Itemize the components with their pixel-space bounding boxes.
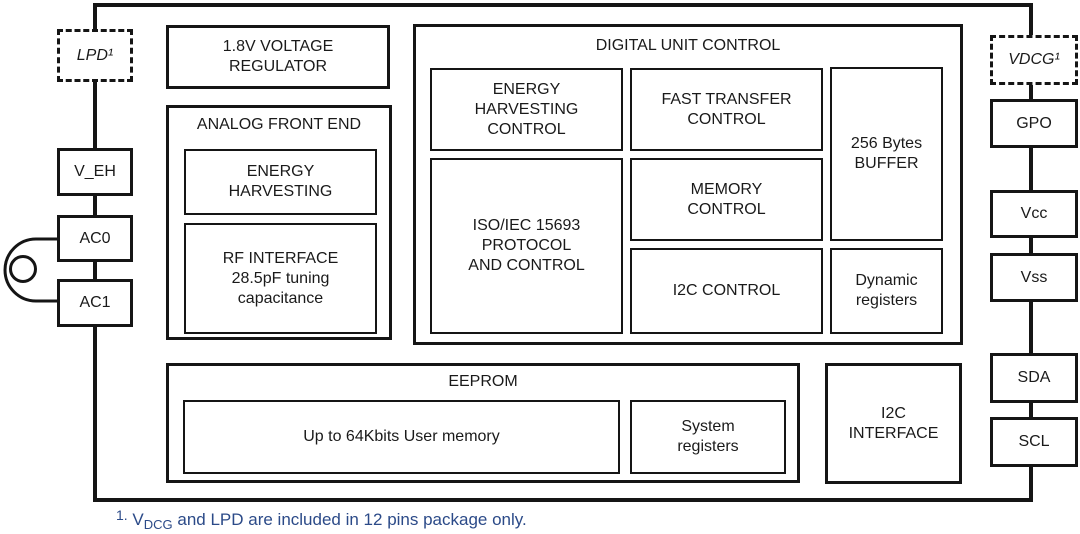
footnote-text: and LPD are included in 12 pins package … <box>172 510 527 529</box>
eeprom-title: EEPROM <box>448 373 518 390</box>
pin-vdcg: VDCG¹ <box>990 35 1078 85</box>
analog-front-end-title: ANALOG FRONT END <box>196 116 362 133</box>
footnote: 1. VDCG and LPD are included in 12 pins … <box>116 507 527 532</box>
pin-ac1: AC1 <box>57 279 133 327</box>
pin-sda: SDA <box>990 353 1078 403</box>
block-analog-front-end: ANALOG FRONT END ENERGY HARVESTING RF IN… <box>166 105 392 340</box>
block-digital-unit-control: DIGITAL UNIT CONTROL ENERGY HARVESTING C… <box>413 24 963 345</box>
footnote-vdcg-subscript: DCG <box>143 517 173 532</box>
pin-lpd: LPD¹ <box>57 29 133 82</box>
block-i2c-control: I2C CONTROL <box>630 248 823 334</box>
block-rf-interface: RF INTERFACE 28.5pF tuning capacitance <box>184 223 377 334</box>
pin-vcc: Vcc <box>990 190 1078 238</box>
block-system-registers: System registers <box>630 400 786 474</box>
pin-gpo: GPO <box>990 99 1078 148</box>
pin-vss: Vss <box>990 253 1078 302</box>
pin-ac0: AC0 <box>57 215 133 262</box>
block-fast-transfer-control: FAST TRANSFER CONTROL <box>630 68 823 151</box>
block-memory-control: MEMORY CONTROL <box>630 158 823 241</box>
block-256-bytes-buffer: 256 Bytes BUFFER <box>830 67 943 241</box>
digital-unit-control-title: DIGITAL UNIT CONTROL <box>595 37 781 54</box>
block-eeprom: EEPROM Up to 64Kbits User memory System … <box>166 363 800 483</box>
block-energy-harvesting-control: ENERGY HARVESTING CONTROL <box>430 68 623 151</box>
footnote-marker: 1. <box>116 507 128 523</box>
block-energy-harvesting: ENERGY HARVESTING <box>184 149 377 215</box>
block-dynamic-registers: Dynamic registers <box>830 248 943 334</box>
block-voltage-regulator: 1.8V VOLTAGE REGULATOR <box>166 25 390 89</box>
block-user-memory: Up to 64Kbits User memory <box>183 400 620 474</box>
pin-scl: SCL <box>990 417 1078 467</box>
block-i2c-interface: I2C INTERFACE <box>825 363 962 484</box>
pin-v-eh: V_EH <box>57 148 133 196</box>
block-iso-protocol-control: ISO/IEC 15693 PROTOCOL AND CONTROL <box>430 158 623 334</box>
footnote-vdcg-symbol: V <box>132 510 144 529</box>
